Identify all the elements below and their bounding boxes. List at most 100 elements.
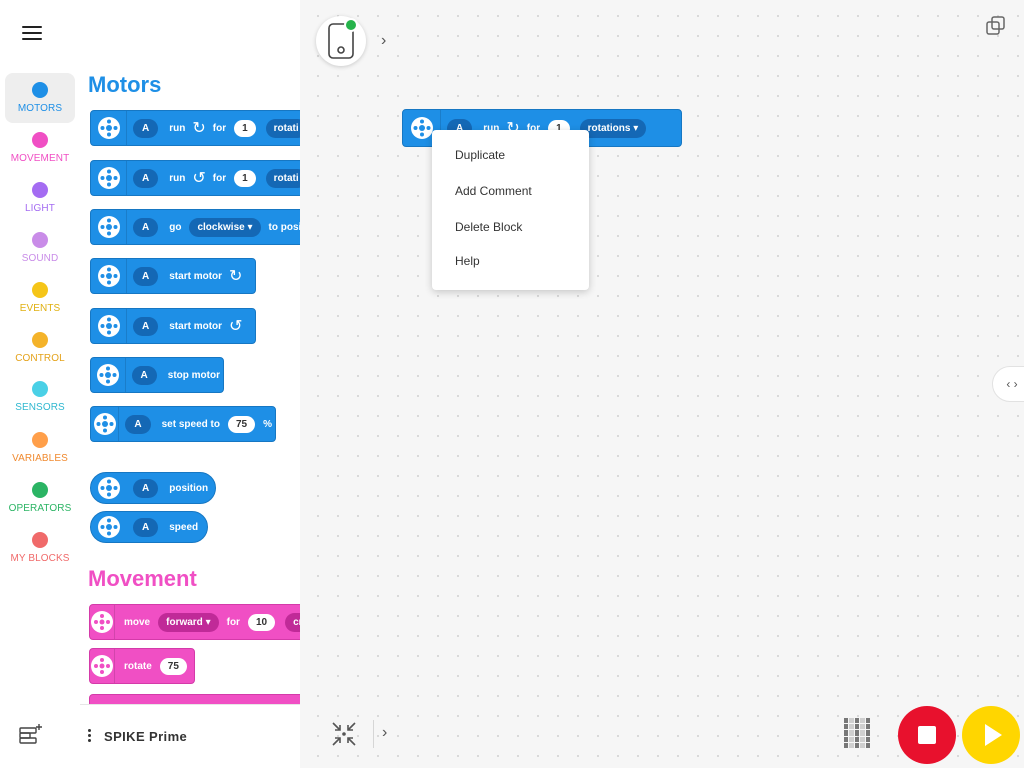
port-dropdown[interactable]: A xyxy=(133,168,159,188)
direction-dropdown[interactable]: forward ▾ xyxy=(158,612,219,632)
direction-dropdown[interactable]: clockwise ▾ xyxy=(189,217,261,237)
light-matrix-icon[interactable] xyxy=(844,718,870,748)
hub-name: SPIKE Prime xyxy=(104,729,188,744)
category-light[interactable]: LIGHT xyxy=(5,173,75,223)
category-label: SENSORS xyxy=(15,402,65,413)
motor-icon xyxy=(91,111,127,145)
extensions-icon[interactable] xyxy=(18,722,44,746)
unit-dropdown[interactable]: cm ▾ xyxy=(285,612,300,632)
sensors-dot xyxy=(32,381,48,397)
port-dropdown[interactable]: A xyxy=(133,517,159,537)
rotations-input[interactable]: 1 xyxy=(234,169,256,187)
stop-button[interactable] xyxy=(898,706,956,764)
port-dropdown[interactable]: A xyxy=(133,266,159,286)
start-motor-ccw-block[interactable]: A start motor ↺ xyxy=(90,308,256,344)
port-dropdown[interactable]: A xyxy=(133,217,159,237)
motor-run-for-ccw-block[interactable]: A run ↺ for 1 rotati xyxy=(90,160,300,196)
block-text: run xyxy=(483,122,500,134)
menu-item-duplicate[interactable]: Duplicate xyxy=(455,148,506,162)
category-motors[interactable]: MOTORS xyxy=(5,73,75,123)
block-text: for xyxy=(526,122,541,134)
distance-input[interactable]: 10 xyxy=(247,613,276,631)
category-label: SOUND xyxy=(21,253,59,264)
motor-icon xyxy=(91,210,127,244)
move-for-block[interactable]: move forward ▾ for 10 cm ▾ xyxy=(89,604,300,640)
port-dropdown[interactable]: A xyxy=(131,365,157,385)
unit-value: rotations xyxy=(587,122,631,134)
myblocks-dot xyxy=(32,532,48,548)
block-text: to posit xyxy=(268,221,300,233)
unit-dropdown[interactable]: rotations ▾ xyxy=(579,118,647,138)
motors-dot xyxy=(32,82,48,98)
block-text: run xyxy=(169,172,186,184)
category-sensors[interactable]: SENSORS xyxy=(5,372,75,422)
counterclockwise-arrow-icon[interactable]: ↺ xyxy=(229,318,243,335)
move-icon xyxy=(90,605,115,639)
motors-section-title: Motors xyxy=(88,72,162,97)
category-label: LIGHT xyxy=(25,203,55,214)
move-icon xyxy=(90,649,115,683)
hub-connection-button[interactable] xyxy=(316,16,366,66)
category-events[interactable]: EVENTS xyxy=(5,273,75,323)
motor-icon xyxy=(91,358,126,392)
category-my-blocks[interactable]: MY BLOCKS xyxy=(5,523,75,573)
motor-position-reporter[interactable]: A position xyxy=(90,472,216,504)
code-icon[interactable]: ‹ › xyxy=(992,366,1024,402)
block-text: set speed to xyxy=(161,418,220,430)
fit-screen-icon[interactable] xyxy=(330,720,358,748)
angle-input[interactable]: 75 xyxy=(159,657,187,675)
divider xyxy=(373,720,374,748)
category-label: CONTROL xyxy=(15,353,65,364)
rotate-block[interactable]: rotate 75 ° xyxy=(89,648,199,684)
port-dropdown[interactable]: A xyxy=(133,316,159,336)
menu-item-help[interactable]: Help xyxy=(455,254,480,268)
set-speed-block[interactable]: A set speed to 75 % xyxy=(90,406,276,442)
block-text: rotate xyxy=(124,660,152,672)
block-text: start motor xyxy=(169,270,223,282)
motor-speed-reporter[interactable]: A speed xyxy=(90,511,208,543)
copy-icon[interactable] xyxy=(984,14,1008,38)
port-dropdown[interactable]: A xyxy=(125,414,151,434)
category-movement[interactable]: MOVEMENT xyxy=(5,123,75,173)
block-text: for xyxy=(212,122,227,134)
motor-icon xyxy=(91,161,127,195)
connection-status-dot xyxy=(344,18,358,32)
chevron-right-icon[interactable]: › xyxy=(381,32,387,49)
more-options-icon[interactable] xyxy=(88,729,92,743)
sound-dot xyxy=(32,232,48,248)
move-block-partial[interactable] xyxy=(89,694,300,704)
port-dropdown[interactable]: A xyxy=(133,478,159,498)
play-button[interactable] xyxy=(962,706,1020,764)
motor-icon xyxy=(91,512,127,542)
unit-dropdown[interactable]: rotati xyxy=(265,118,300,138)
motor-go-to-position-block[interactable]: A go clockwise ▾ to posit xyxy=(90,209,300,245)
motor-run-for-block[interactable]: A run ↻ for 1 rotati xyxy=(90,110,300,146)
counterclockwise-arrow-icon[interactable]: ↺ xyxy=(192,170,206,187)
block-text: go xyxy=(169,221,182,233)
port-dropdown[interactable]: A xyxy=(133,118,159,138)
category-variables[interactable]: VARIABLES xyxy=(5,423,75,473)
rotations-input[interactable]: 1 xyxy=(234,119,256,137)
unit-value: cm xyxy=(293,616,300,628)
clockwise-arrow-icon[interactable]: ↻ xyxy=(192,120,206,137)
category-label: MOVEMENT xyxy=(10,153,70,164)
unit-dropdown[interactable]: rotati xyxy=(265,168,300,188)
category-operators[interactable]: OPERATORS xyxy=(5,473,75,523)
category-rail: MOTORS MOVEMENT LIGHT SOUND EVENTS CONTR… xyxy=(0,0,80,768)
control-dot xyxy=(32,332,48,348)
block-text: for xyxy=(226,616,240,628)
start-motor-cw-block[interactable]: A start motor ↻ xyxy=(90,258,256,294)
stop-icon xyxy=(918,726,936,744)
speed-input[interactable]: 75 xyxy=(227,415,256,433)
stop-motor-block[interactable]: A stop motor xyxy=(90,357,224,393)
chevron-right-icon[interactable]: › xyxy=(382,724,388,741)
menu-item-delete-block[interactable]: Delete Block xyxy=(455,220,523,234)
block-text: position xyxy=(169,482,209,494)
category-sound[interactable]: SOUND xyxy=(5,223,75,273)
block-text: % xyxy=(263,418,272,430)
hamburger-icon[interactable] xyxy=(22,26,42,40)
menu-item-add-comment[interactable]: Add Comment xyxy=(455,184,532,198)
block-text: move xyxy=(124,616,151,628)
clockwise-arrow-icon[interactable]: ↻ xyxy=(229,268,243,285)
category-control[interactable]: CONTROL xyxy=(5,323,75,373)
